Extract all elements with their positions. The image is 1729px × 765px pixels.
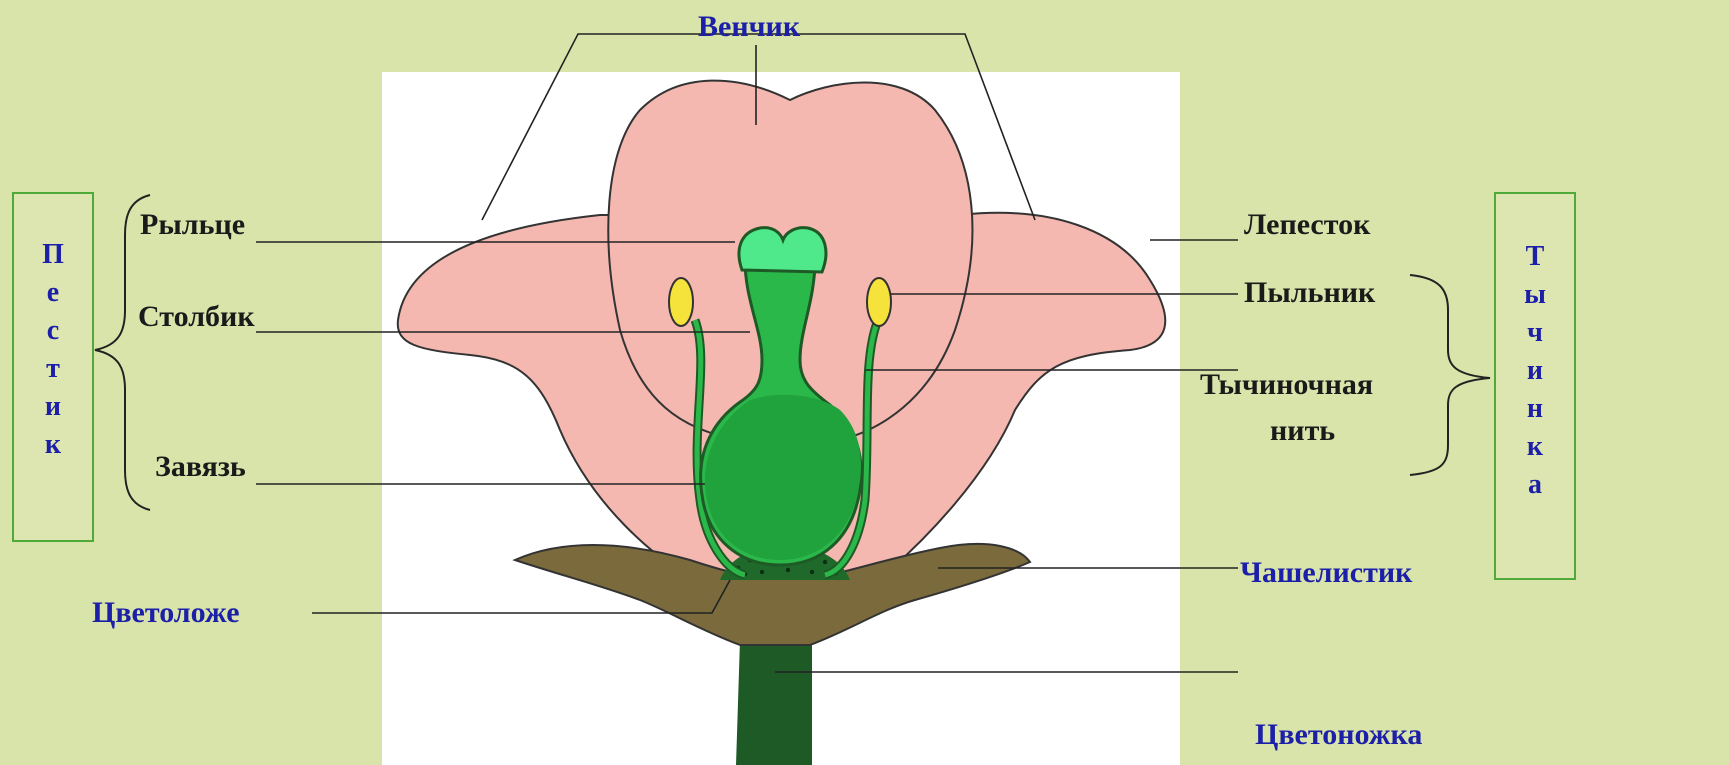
stamen-brace: [1410, 275, 1490, 475]
pistil-letter: е: [14, 274, 92, 312]
pistil-letter: и: [14, 388, 92, 426]
petal-label: Лепесток: [1244, 208, 1370, 242]
receptacle-label: Цветоложе: [92, 596, 240, 630]
ovary-label: Завязь: [155, 450, 246, 484]
stamen-letter: ч: [1496, 314, 1574, 352]
pistil-brace: [95, 195, 150, 510]
stamen-letter: и: [1496, 352, 1574, 390]
pistil-letter: с: [14, 312, 92, 350]
pedicel-label: Цветоножка: [1255, 718, 1422, 752]
filament-label-line2: нить: [1270, 414, 1335, 448]
pedicel-shape: [736, 640, 812, 765]
pistil-letter: к: [14, 426, 92, 464]
pistil-letter: П: [14, 236, 92, 274]
corolla-label: Венчик: [698, 10, 800, 44]
filament-label-line1: Тычиночная: [1200, 368, 1373, 402]
left-anther-shape: [669, 278, 693, 326]
style-label: Столбик: [138, 300, 255, 334]
stamen-letter: к: [1496, 428, 1574, 466]
stamen-letter: ы: [1496, 276, 1574, 314]
stamen-letter: н: [1496, 390, 1574, 428]
pistil-box: П е с т и к: [12, 192, 94, 542]
stigma-label: Рыльце: [140, 208, 245, 242]
right-anther-shape: [867, 278, 891, 326]
stamen-box: Т ы ч и н к а: [1494, 192, 1576, 580]
sepal-label: Чашелистик: [1240, 556, 1412, 590]
anther-label: Пыльник: [1244, 276, 1375, 310]
pistil-letter: т: [14, 350, 92, 388]
stamen-letter: Т: [1496, 238, 1574, 276]
stamen-letter: а: [1496, 466, 1574, 504]
